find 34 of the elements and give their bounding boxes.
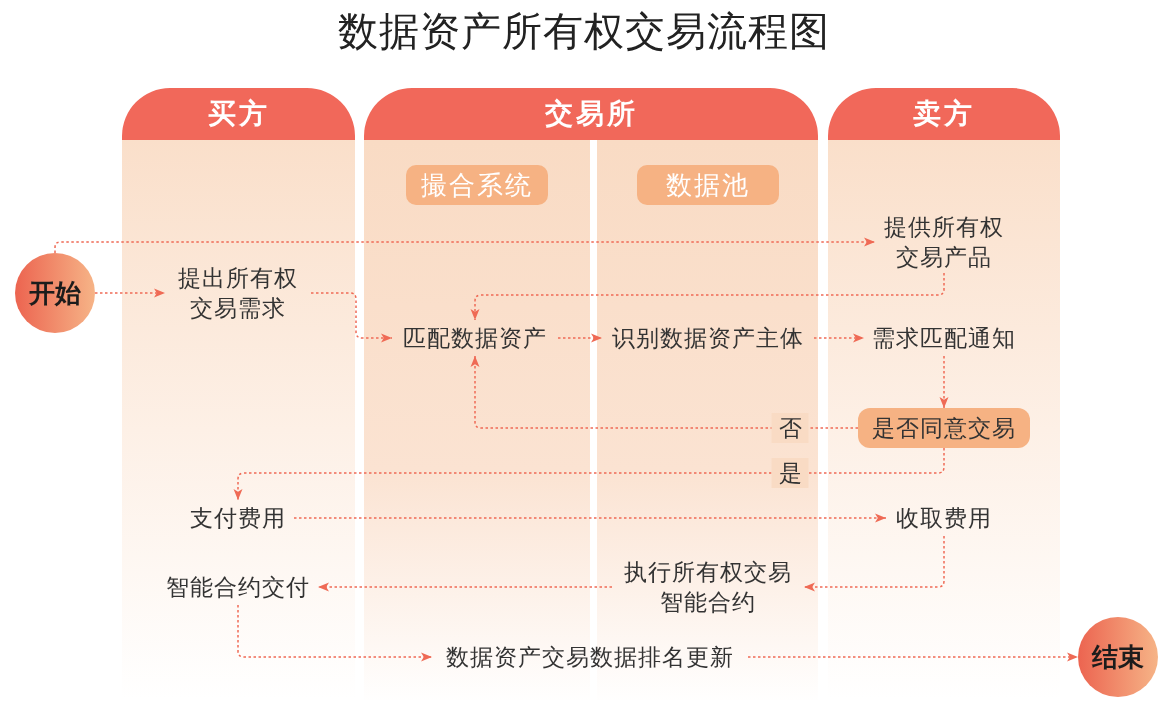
arrow [237,604,433,662]
arrow [803,535,945,592]
step-text: 提供所有权交易产品 [875,211,1013,273]
step-text: 识别数据资产主体 [602,320,814,356]
step-text: 提出所有权交易需求 [165,262,311,324]
sublane-label: 数据池 [636,165,779,205]
step-text: 支付费用 [182,500,294,536]
edge-label: 是 [771,458,809,488]
step-text: 执行所有权交易智能合约 [612,556,804,618]
arrow [470,355,859,429]
arrow [747,652,1079,662]
edge-label: 否 [771,413,809,443]
diagram-title: 数据资产所有权交易流程图 [338,7,830,56]
step-text: 需求匹配通知 [864,320,1024,356]
lane-title: 买方 [207,96,270,132]
arrow [317,582,613,592]
sublane-label: 撮合系统 [406,165,548,205]
arrow [310,292,393,343]
step-text: 数据资产交易数据排名更新 [432,639,748,675]
arrow [470,272,945,321]
arrow [939,355,949,409]
arrow [813,333,865,343]
arrow [557,333,603,343]
step-text: 智能合约交付 [158,569,318,605]
decision-box: 是否同意交易 [858,408,1030,448]
terminal-circle: 结束 [1078,617,1158,697]
lane-title: 交易所 [544,96,638,132]
arrow [293,513,887,523]
terminal-circle: 开始 [15,253,95,333]
step-text: 匹配数据资产 [392,320,558,356]
arrow [233,447,945,501]
arrow [94,288,166,298]
lane-title: 卖方 [913,96,975,132]
step-text: 收取费用 [886,500,1002,536]
